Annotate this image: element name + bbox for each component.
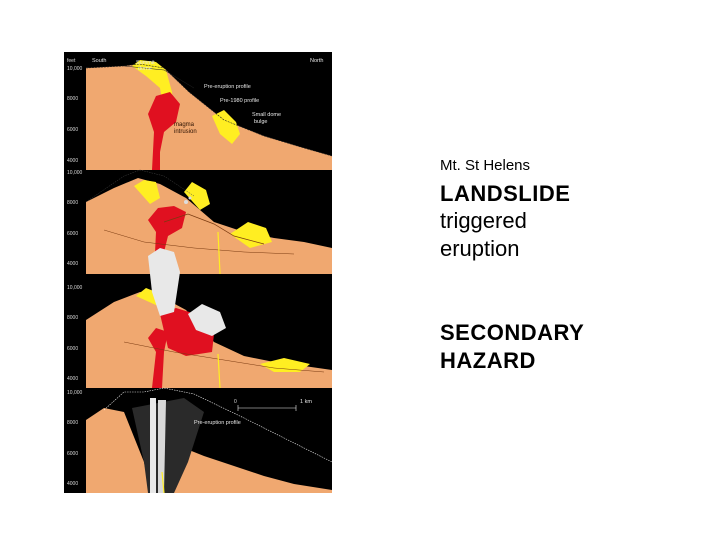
svg-text:4000: 4000 xyxy=(67,376,78,382)
svg-text:6000: 6000 xyxy=(67,231,78,237)
svg-text:10,000: 10,000 xyxy=(67,390,83,396)
svg-text:8000: 8000 xyxy=(67,200,78,206)
svg-text:6000: 6000 xyxy=(67,451,78,457)
label-north: North xyxy=(310,58,323,64)
label-scale: 1 km xyxy=(300,399,312,405)
panel-3-lateral-blast: 10,000 8000 6000 4000 xyxy=(67,248,332,389)
label-dome: Small dome xyxy=(252,112,281,118)
label-pre-1980-profile: Pre-1980 profile xyxy=(220,98,259,104)
svg-text:4000: 4000 xyxy=(67,481,78,487)
label-south: South xyxy=(92,58,106,64)
svg-text:4000: 4000 xyxy=(67,261,78,267)
label-pre-eruption-profile: Pre-eruption profile xyxy=(204,84,251,90)
text-triggered: triggered xyxy=(440,208,527,233)
label-summit: Summit xyxy=(136,60,155,66)
svg-text:intrusion: intrusion xyxy=(174,129,197,135)
svg-text:6000: 6000 xyxy=(67,346,78,352)
svg-text:8000: 8000 xyxy=(67,96,78,102)
heading-secondary: SECONDARY xyxy=(440,320,585,345)
svg-text:feet: feet xyxy=(67,58,76,64)
svg-text:dome: dome xyxy=(138,66,152,72)
heading-landslide: LANDSLIDE xyxy=(440,181,571,206)
svg-text:0: 0 xyxy=(234,399,237,405)
heading-hazard: HAZARD xyxy=(440,348,536,373)
svg-text:10,000: 10,000 xyxy=(67,66,83,72)
svg-text:10,000: 10,000 xyxy=(67,170,83,176)
svg-text:8000: 8000 xyxy=(67,315,78,321)
text-eruption: eruption xyxy=(440,236,520,261)
panel-2-landslide: 10,000 8000 6000 4000 xyxy=(67,169,332,275)
location-title: Mt. St Helens xyxy=(440,157,531,174)
svg-text:10,000: 10,000 xyxy=(67,285,83,291)
svg-text:bulge: bulge xyxy=(254,119,267,125)
panel-1-pre-eruption: feet 10,000 8000 6000 4000 magma intrusi… xyxy=(67,58,332,170)
cross-section-figure: feet 10,000 8000 6000 4000 magma intrusi… xyxy=(64,52,332,493)
svg-text:4000: 4000 xyxy=(67,158,78,164)
label-pre-eruption-profile-2: Pre-eruption profile xyxy=(194,420,241,426)
panel-4-after-eruption: 10,000 8000 6000 4000 0 xyxy=(67,387,332,493)
svg-text:6000: 6000 xyxy=(67,127,78,133)
svg-text:8000: 8000 xyxy=(67,420,78,426)
svg-text:magma: magma xyxy=(174,122,195,128)
